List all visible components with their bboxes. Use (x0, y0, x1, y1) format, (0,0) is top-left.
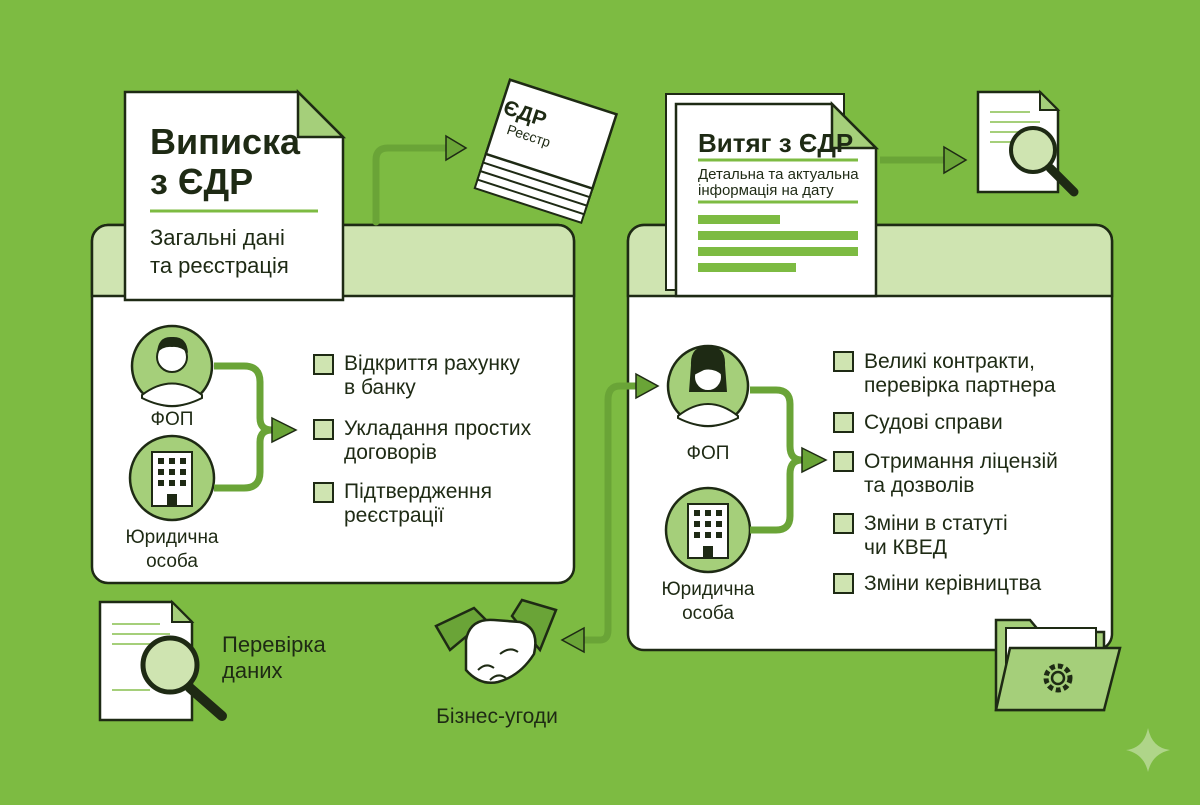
left-title-line2: з ЄДР (150, 161, 254, 202)
right-item-3: Отримання ліцензій та дозволів (864, 450, 1104, 498)
right-legal-label-line1: Юридична (661, 579, 755, 600)
left-subtitle-line2: та реєстрація (150, 253, 289, 278)
right-item-2: Судові справи (864, 411, 1104, 435)
left-title-line1: Виписка (150, 121, 301, 162)
left-title: Виписка з ЄДР (150, 122, 350, 202)
right-description-line2: інформація на дату (698, 182, 834, 199)
right-item-4-line1: Зміни в статуті (864, 512, 1008, 535)
left-legal-label-line1: Юридична (125, 527, 219, 548)
left-item-3: Підтвердження реєстрації (344, 480, 566, 528)
data-check-label-line2: даних (222, 658, 283, 683)
right-description-line1: Детальна та актуальна (698, 166, 859, 183)
handshake-icon (434, 598, 558, 684)
left-item-2: Укладання простих договорів (344, 417, 566, 465)
right-fop-label: ФОП (686, 443, 730, 464)
right-item-5: Зміни керівництва (864, 572, 1104, 596)
data-check-label: Перевірка даних (222, 632, 362, 684)
left-item-2-line1: Укладання простих (344, 417, 532, 440)
document-magnifier-icon-bottom (98, 599, 227, 722)
left-item-1-line2: в банку (344, 376, 416, 399)
folder-gear-icon (994, 618, 1122, 712)
right-legal-label-line2: особа (682, 603, 734, 624)
right-checkboxes (833, 351, 854, 594)
sparkle-icon (1126, 728, 1170, 772)
right-item-3-line2: та дозволів (864, 474, 975, 497)
right-description: Детальна та актуальна інформація на дату (698, 167, 868, 199)
office-building-icon-left (128, 434, 216, 522)
registry-stack-icon (473, 78, 619, 225)
right-item-4-line2: чи КВЕД (864, 536, 947, 559)
left-subtitle: Загальні дані та реєстрація (150, 224, 340, 280)
left-document (123, 88, 347, 302)
right-item-1-line2: перевірка партнера (864, 374, 1056, 397)
right-title: Витяг з ЄДР (698, 128, 854, 158)
left-item-1: Відкриття рахунку в банку (344, 352, 566, 400)
office-building-icon-right (664, 486, 752, 574)
right-item-1-line1: Великі контракти, (864, 350, 1035, 373)
document-magnifier-icon-top (976, 89, 1079, 197)
left-legal-label: Юридична особа (112, 526, 232, 574)
right-item-5-line1: Зміни керівництва (864, 572, 1042, 595)
left-item-3-line2: реєстрації (344, 504, 445, 527)
right-item-1: Великі контракти, перевірка партнера (864, 350, 1104, 398)
left-item-1-line1: Відкриття рахунку (344, 352, 520, 375)
right-item-4: Зміни в статуті чи КВЕД (864, 512, 1104, 560)
right-document (665, 93, 880, 298)
data-check-label-line1: Перевірка (222, 632, 326, 657)
left-fop-label: ФОП (150, 409, 194, 430)
right-item-3-line1: Отримання ліцензій (864, 450, 1058, 473)
left-legal-label-line2: особа (146, 551, 198, 572)
man-avatar-icon (130, 324, 214, 408)
left-item-3-line1: Підтвердження (344, 480, 492, 503)
right-item-2-line1: Судові справи (864, 411, 1003, 434)
left-checkboxes (313, 354, 334, 503)
left-item-2-line2: договорів (344, 441, 437, 464)
business-deals-label: Бізнес-угоди (436, 705, 558, 728)
woman-avatar-icon (666, 344, 750, 428)
right-legal-label: Юридична особа (648, 578, 768, 626)
left-subtitle-line1: Загальні дані (150, 225, 285, 250)
